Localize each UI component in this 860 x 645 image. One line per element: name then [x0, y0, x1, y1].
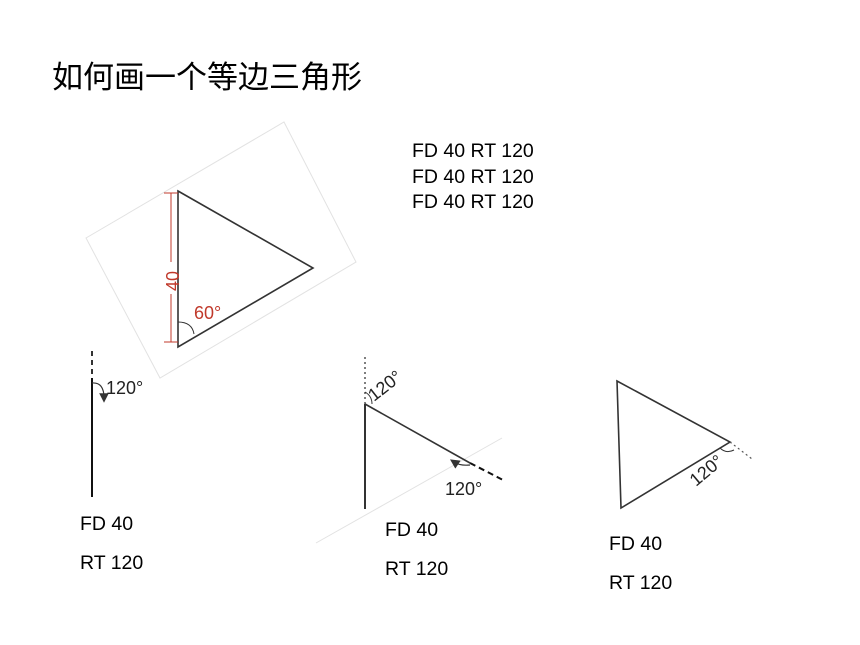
- turn-arrow: [91, 382, 109, 403]
- step-2-diagram: 120° 120°: [315, 357, 506, 544]
- caption-command: FD 40: [385, 519, 439, 541]
- step-1-caption: FD 40 RT 120: [80, 512, 143, 575]
- faint-frame: [85, 121, 357, 379]
- angle-arc: [177, 321, 195, 335]
- caption-command: FD 40: [609, 533, 663, 555]
- step-3-diagram: 120°: [616, 379, 753, 510]
- caption-command: RT 120: [609, 572, 673, 594]
- main-triangle: 40 60°: [163, 189, 315, 349]
- step-2-caption: FD 40 RT 120: [385, 518, 448, 581]
- triangle-shape: [177, 189, 315, 349]
- code-line: FD 40 RT 120: [412, 140, 534, 162]
- turn-angle-label: 120°: [686, 451, 727, 490]
- triangle-shape: [616, 379, 732, 510]
- caption-command: RT 120: [385, 558, 449, 580]
- code-line: FD 40 RT 120: [412, 165, 534, 188]
- caption-command: FD 40: [80, 513, 134, 535]
- step-1-diagram: 120°: [91, 351, 143, 497]
- caption-command: RT 120: [80, 552, 144, 574]
- drawn-segment: [364, 403, 471, 464]
- side-length-label: 40: [163, 271, 183, 291]
- faint-guide-line: [315, 437, 503, 544]
- angle-label: 60°: [194, 303, 221, 323]
- turn-arrow: [450, 459, 471, 469]
- turn-angle-label: 120°: [106, 378, 143, 398]
- angle-arc: [719, 447, 735, 453]
- heading-dashed-line: [469, 462, 506, 482]
- code-line: FD 40 RT 120: [412, 191, 534, 213]
- turn-angle-label: 120°: [445, 479, 482, 499]
- angle-arc: [364, 391, 373, 405]
- step-3-caption: FD 40 RT 120: [609, 532, 672, 595]
- page-title: 如何画一个等边三角形: [52, 60, 362, 96]
- angle-label-handwritten: 120°: [364, 366, 406, 405]
- code-block: FD 40 RT 120 FD 40 RT 120 FD 40 RT 120: [412, 139, 534, 216]
